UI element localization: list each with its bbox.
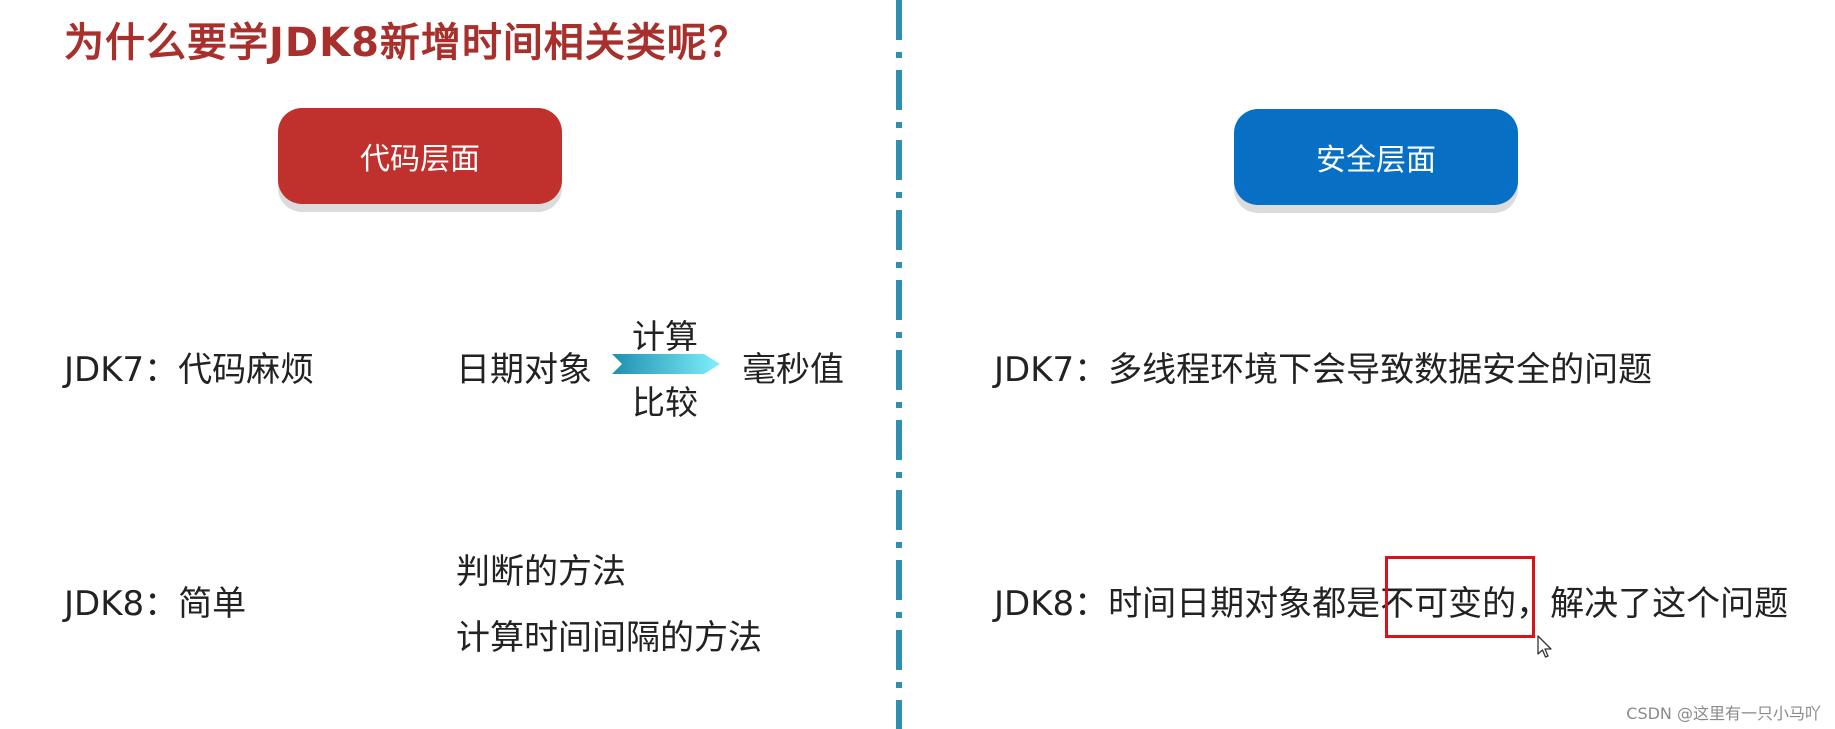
vertical-divider [896, 0, 902, 729]
security-level-button-label: 安全层面 [1316, 143, 1436, 178]
interval-method-text: 计算时间间隔的方法 [456, 618, 762, 658]
compare-text: 比较 [632, 383, 698, 422]
watermark: CSDN @这里有一只小马吖 [1626, 704, 1821, 723]
jdk8-code-label: JDK8：简单 [64, 584, 247, 624]
jdk8-security-prefix: JDK8：时间日期对象都是 [994, 584, 1381, 624]
jdk7-code-label: JDK7：代码麻烦 [64, 350, 315, 390]
judge-method-text: 判断的方法 [456, 552, 626, 592]
code-level-button-label: 代码层面 [360, 142, 480, 177]
security-level-button[interactable]: 安全层面 [1234, 109, 1518, 205]
jdk8-security-text: JDK8：时间日期对象都是不可变的，解决了这个问题 [994, 576, 1788, 625]
jdk7-security-text: JDK7：多线程环境下会导致数据安全的问题 [994, 350, 1653, 390]
highlight-box [1385, 556, 1535, 638]
date-object-text: 日期对象 [456, 350, 592, 390]
mouse-pointer-icon [1537, 635, 1552, 658]
calculate-text: 计算 [632, 317, 698, 356]
code-level-button[interactable]: 代码层面 [278, 108, 562, 204]
jdk8-security-suffix: ，解决了这个问题 [1516, 584, 1789, 624]
page-title: 为什么要学JDK8新增时间相关类呢？ [64, 20, 749, 66]
immutable-highlight-text: 不可变的 [1380, 584, 1517, 624]
chevron-arrow-icon [612, 354, 720, 374]
milliseconds-text: 毫秒值 [742, 350, 844, 390]
